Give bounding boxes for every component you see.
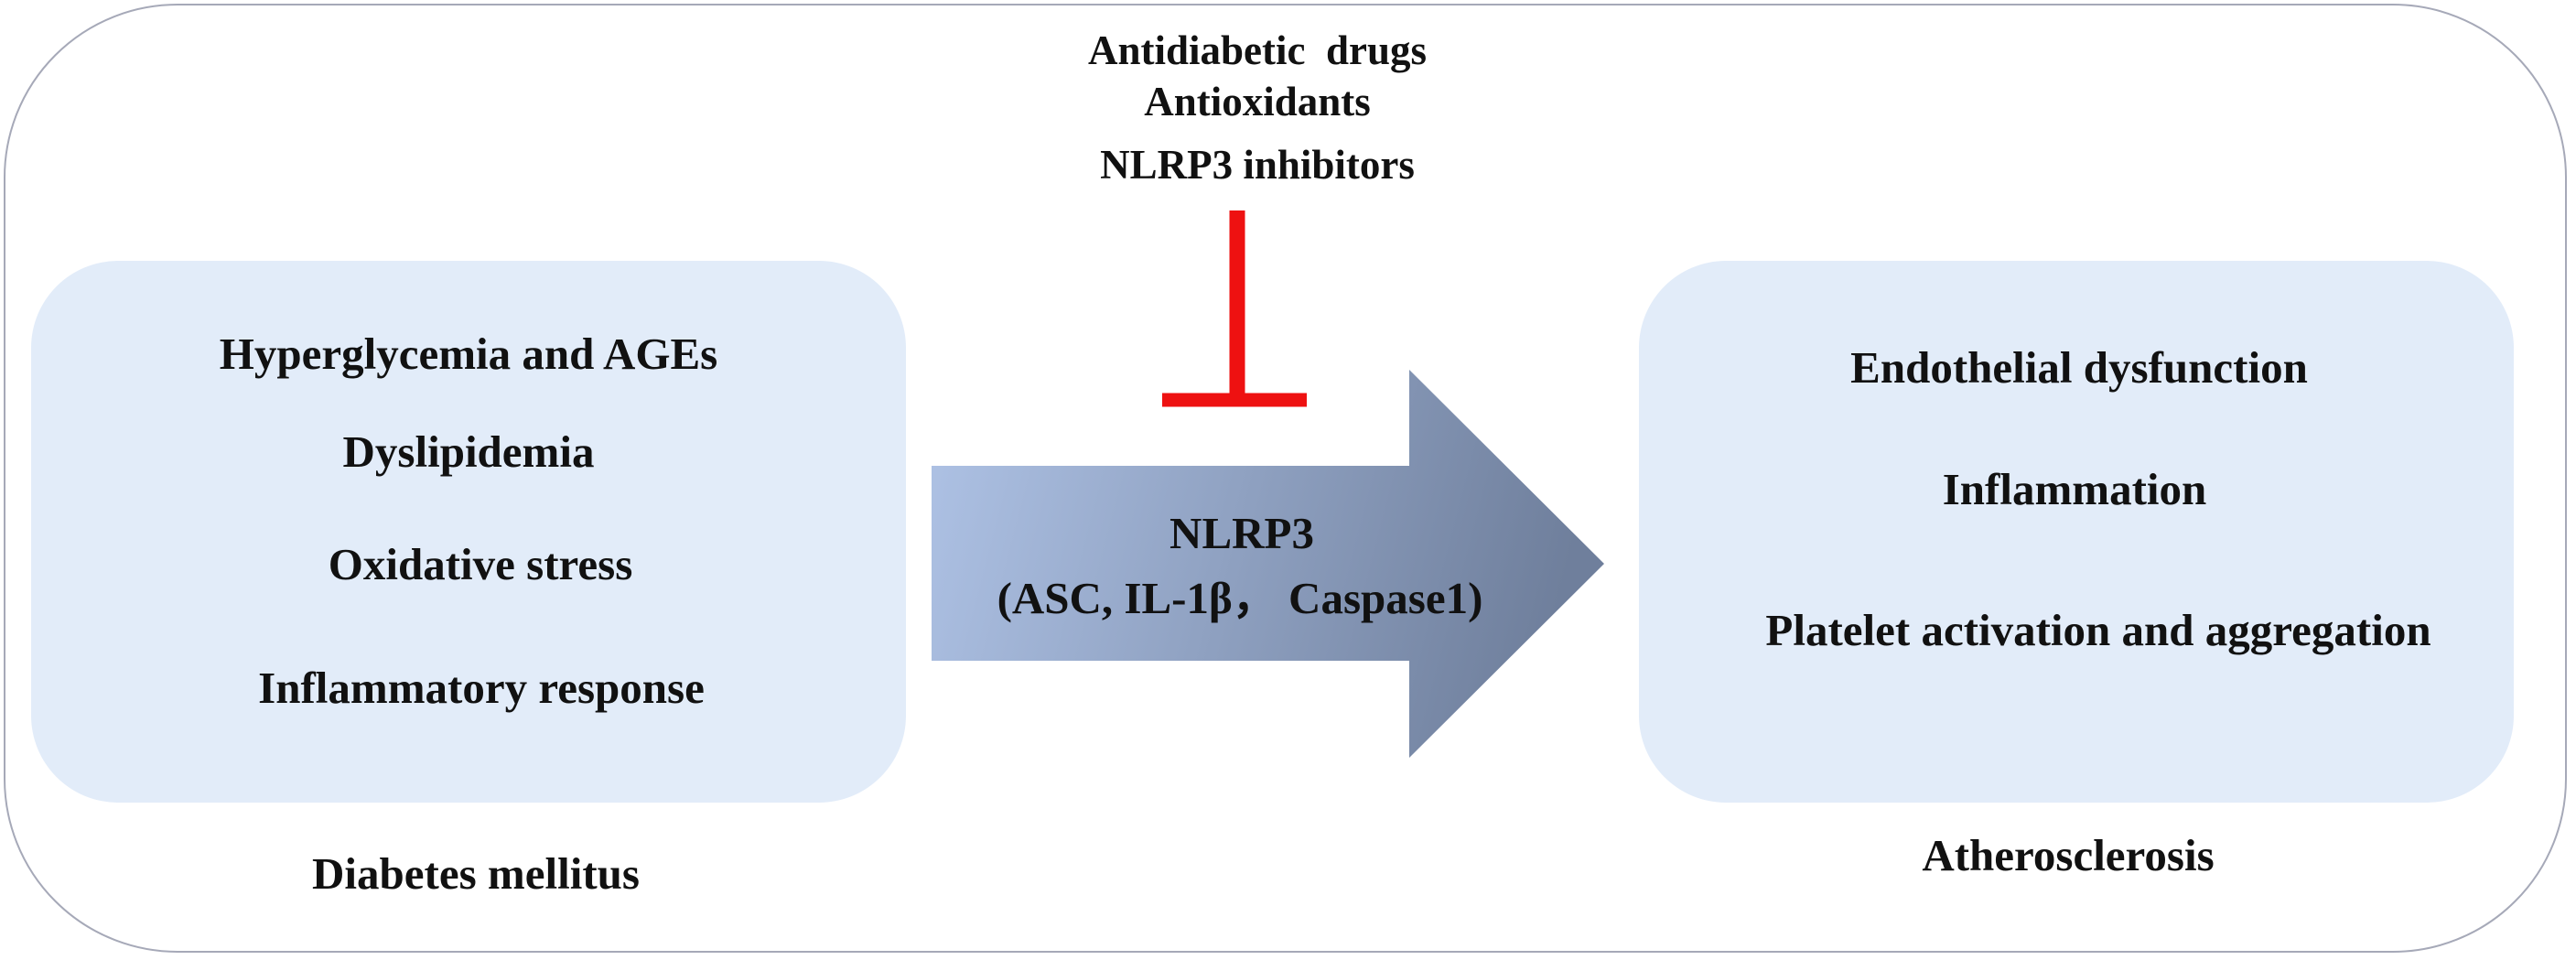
nlrp3-pathway-arrow xyxy=(932,370,1604,758)
left-item-oxidative-stress: Oxidative stress xyxy=(328,539,633,589)
left-item-inflammatory-response: Inflammatory response xyxy=(258,663,705,713)
intervention-antidiabetic-drugs: Antidiabetic drugs xyxy=(1087,27,1428,73)
left-item-dyslipidemia: Dyslipidemia xyxy=(342,426,595,477)
right-item-inflammation: Inflammation xyxy=(1942,464,2207,514)
arrow-label-components: (ASC, IL-1β， Caspase1) xyxy=(997,573,1483,623)
diabetes-factors-panel xyxy=(31,261,906,803)
arrow-label-nlrp3: NLRP3 xyxy=(1169,508,1314,558)
right-item-endothelial-dysfunction: Endothelial dysfunction xyxy=(1850,342,2308,393)
right-item-platelet-activation: Platelet activation and aggregation xyxy=(1765,605,2431,655)
intervention-nlrp3-inhibitors: NLRP3 inhibitors xyxy=(1100,142,1415,188)
intervention-antioxidants: Antioxidants xyxy=(1144,79,1371,124)
right-caption-atherosclerosis: Atherosclerosis xyxy=(1922,830,2215,880)
left-item-hyperglycemia: Hyperglycemia and AGEs xyxy=(219,329,718,379)
atherosclerosis-outcomes-panel xyxy=(1639,261,2514,803)
left-caption-diabetes: Diabetes mellitus xyxy=(312,848,640,899)
diagram-frame xyxy=(4,4,2567,953)
